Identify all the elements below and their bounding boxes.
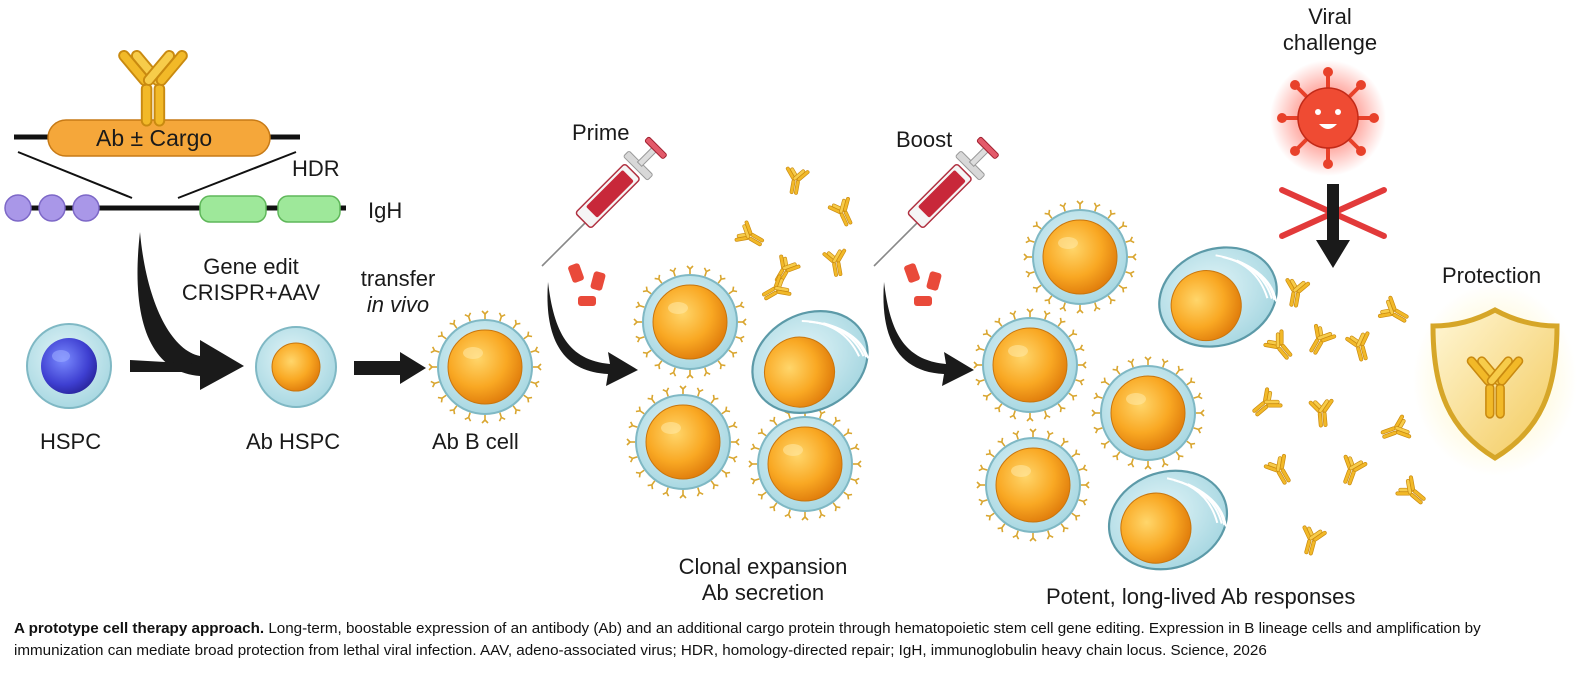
straight-arrow-icon	[354, 352, 426, 384]
gene-edit-line2: CRISPR+AAV	[181, 280, 321, 305]
ab-hspc-cell	[255, 326, 337, 408]
caption-title: A prototype cell therapy approach.	[14, 620, 265, 637]
hspc-cell	[26, 323, 112, 409]
prime-syringe-icon	[541, 135, 668, 267]
figure-caption: A prototype cell therapy approach. Long-…	[14, 618, 1574, 662]
viral-line2: challenge	[1282, 30, 1378, 55]
protection-shield-icon	[1413, 284, 1577, 476]
circulating-antibodies	[1245, 277, 1433, 559]
down-arrow-icon	[1316, 184, 1350, 268]
ab-cargo-label: Ab ± Cargo	[96, 125, 213, 151]
viral-challenge-label: Viral challenge	[1270, 4, 1390, 56]
prime-label: Prime	[572, 120, 630, 145]
protection-label: Protection	[1442, 263, 1542, 288]
secreted-antibodies	[733, 165, 861, 309]
long-lived-response-cells	[974, 201, 1292, 586]
curved-arrow-icon	[130, 232, 244, 390]
antibody-icon	[116, 47, 190, 127]
clonal-line2: Ab secretion	[701, 580, 825, 605]
boost-syringe-icon	[873, 135, 1000, 267]
hspc-label: HSPC	[40, 429, 102, 454]
transfer-line1: transfer	[360, 266, 436, 291]
clonal-expansion-label: Clonal expansion Ab secretion	[650, 554, 876, 606]
transfer-line2: in vivo	[366, 292, 430, 317]
ab-hspc-label: Ab HSPC	[246, 429, 341, 454]
clonal-expansion-cells	[627, 266, 887, 520]
gene-edit-label: Gene edit CRISPR+AAV	[178, 254, 324, 306]
diagram-canvas	[4, 47, 1577, 586]
gene-edit-line1: Gene edit	[203, 254, 299, 279]
ab-b-cell-label: Ab B cell	[432, 429, 519, 454]
caption-body: Long-term, boostable expression of an an…	[14, 620, 1481, 659]
clonal-line1: Clonal expansion	[678, 554, 848, 579]
potent-responses-label: Potent, long-lived Ab responses	[1046, 584, 1356, 609]
vaccine-dose-icon	[904, 263, 942, 306]
igh-label: IgH	[368, 198, 403, 223]
boost-label: Boost	[896, 127, 953, 152]
virus-icon	[1270, 60, 1386, 176]
igh-locus-construct	[4, 119, 346, 223]
hdr-label: HDR	[292, 156, 340, 181]
viral-line1: Viral	[1308, 4, 1352, 29]
transfer-label: transfer in vivo	[338, 266, 458, 318]
ab-b-cell	[429, 311, 541, 423]
vaccine-dose-icon	[568, 263, 606, 306]
